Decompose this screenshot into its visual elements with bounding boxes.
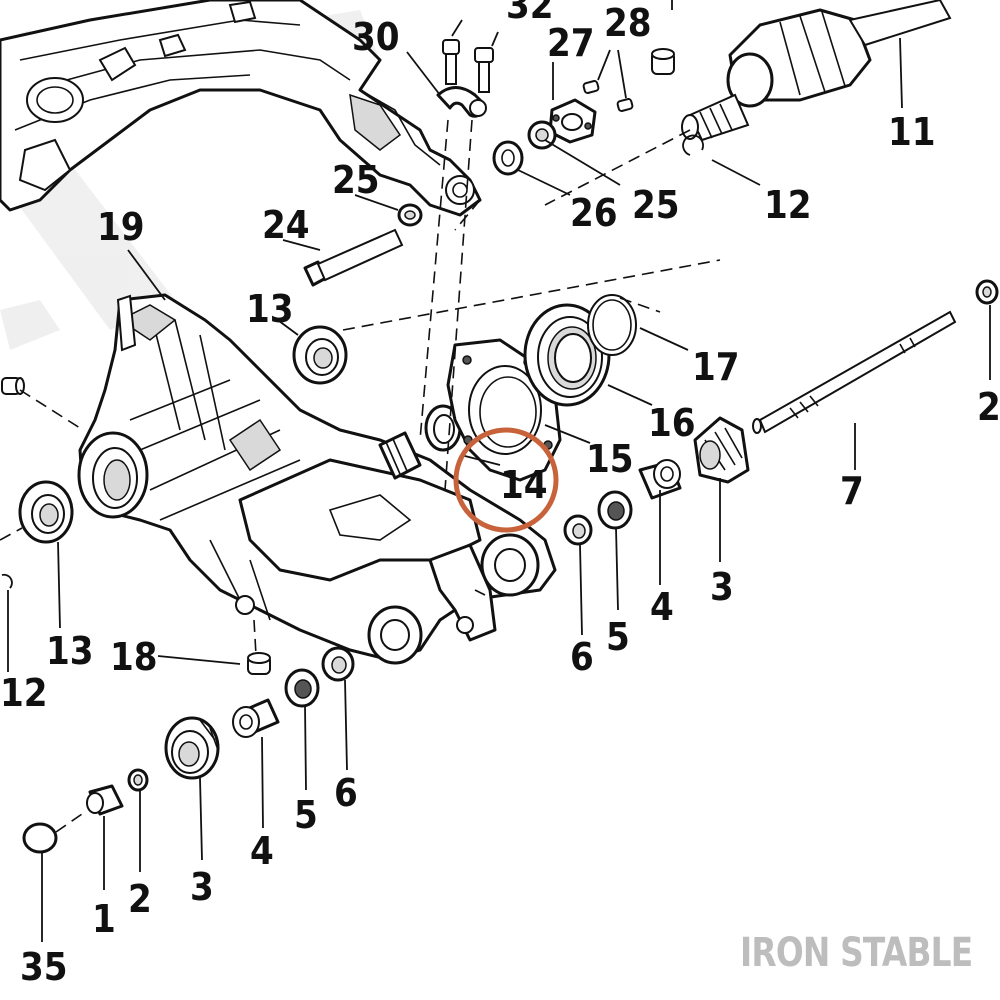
ring-part-5-bottom <box>284 668 320 708</box>
callout-5-bottom: 5 <box>294 793 318 837</box>
driveshaft-part-11 <box>681 0 952 142</box>
callout-4-right: 4 <box>650 585 674 629</box>
snap-ring-part-17 <box>587 294 637 356</box>
callout-13-lower: 13 <box>46 629 94 673</box>
seal-part-13-upper <box>292 325 348 385</box>
callout-11: 11 <box>888 110 936 154</box>
bolt-part-24 <box>303 228 404 287</box>
callout-32: 32 <box>506 0 554 27</box>
callout-2-right: 2 <box>977 385 1000 429</box>
washer-part-2-bottom <box>127 768 149 792</box>
callout-14: 14 <box>500 463 548 507</box>
assembly-lines <box>0 119 721 833</box>
sleeve-part-18 <box>247 652 271 675</box>
callout-18: 18 <box>110 635 158 679</box>
callout-13-upper: 13 <box>246 287 294 331</box>
ring-part-5-right <box>597 490 633 530</box>
bushing-far-right-2 <box>975 279 999 305</box>
washer-part-25-left <box>397 203 423 227</box>
sleeve-part-1 <box>86 784 124 816</box>
callout-25-right: 25 <box>632 183 680 227</box>
differential-housing-part-19 <box>77 293 557 665</box>
callout-2-bottom: 2 <box>128 877 152 921</box>
circlip-part-12-top <box>682 134 704 156</box>
callout-4-bottom: 4 <box>250 829 274 873</box>
bolt-part-31 <box>442 39 460 85</box>
seal-part-13-lower <box>18 480 74 544</box>
axle-shaft-part-7 <box>752 310 957 434</box>
bushing-top-right <box>651 48 675 75</box>
gear-part-3-right <box>693 416 750 484</box>
spacer-part-6-bottom <box>321 646 355 682</box>
brand-watermark: IRON STABLE <box>739 930 973 976</box>
bushing-part-4-bottom <box>232 698 280 738</box>
callout-26: 26 <box>570 191 618 235</box>
callout-1: 1 <box>92 897 116 941</box>
callout-12-left: 12 <box>0 671 48 715</box>
callout-16: 16 <box>648 401 696 445</box>
callout-30: 30 <box>352 15 400 59</box>
cap-part-35 <box>22 822 58 854</box>
callout-19: 19 <box>97 205 145 249</box>
flange-plate-part-27 <box>548 98 597 144</box>
callout-5-right: 5 <box>606 615 630 659</box>
callout-6-bottom: 6 <box>334 771 358 815</box>
bushing-part-4-right <box>638 459 682 500</box>
seal-ring-small <box>424 404 462 452</box>
circlip-part-12-left <box>1 573 13 589</box>
bolt-part-32 <box>474 47 494 93</box>
spacer-part-6-right <box>563 514 593 546</box>
callout-3-bottom: 3 <box>190 865 214 909</box>
callout-17: 17 <box>692 345 740 389</box>
callout-25-left: 25 <box>332 158 380 202</box>
callout-28: 28 <box>604 1 652 45</box>
screw-part-28b <box>616 98 634 112</box>
leader-lines <box>7 0 991 942</box>
bushing-left-edge <box>1 377 25 395</box>
bushing-part-26 <box>492 140 524 176</box>
callout-24: 24 <box>262 203 310 247</box>
subframe-crossmember <box>0 0 482 217</box>
callout-35: 35 <box>20 945 68 989</box>
bracket-part-30 <box>436 86 487 118</box>
callout-15: 15 <box>586 437 634 481</box>
highlight-circle-part-14 <box>453 427 559 533</box>
callout-12-top: 12 <box>764 183 812 227</box>
screw-part-28a <box>582 80 600 94</box>
gear-part-3-bottom <box>164 716 220 780</box>
callout-3-right: 3 <box>710 565 734 609</box>
callout-7: 7 <box>840 469 864 513</box>
callout-6-right: 6 <box>570 635 594 679</box>
bearing-part-16 <box>523 303 611 407</box>
callout-27: 27 <box>547 21 595 65</box>
